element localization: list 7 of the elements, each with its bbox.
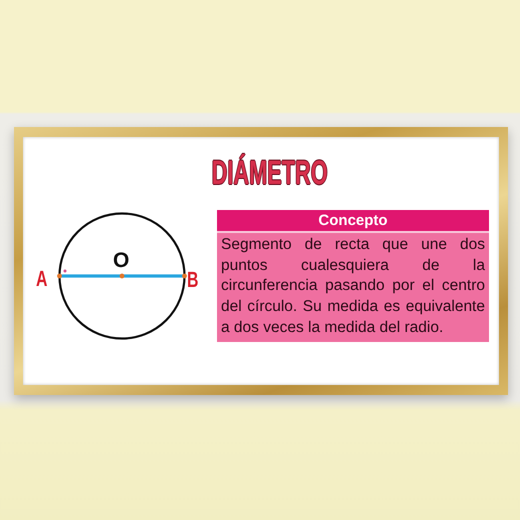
point-label: A	[36, 268, 48, 290]
definition-text: Segmento de recta que une dos puntos cualesquiera de la circunferencia pasando por el centro del círculo. Su medida es equivalente a dos veces la medida del radio.	[220, 235, 486, 338]
concept-card	[217, 210, 489, 342]
card-heading: Concepto	[217, 210, 489, 233]
title: DIÁMETRO	[212, 154, 328, 192]
point-label: B	[187, 269, 198, 291]
center-label: O	[113, 250, 130, 271]
